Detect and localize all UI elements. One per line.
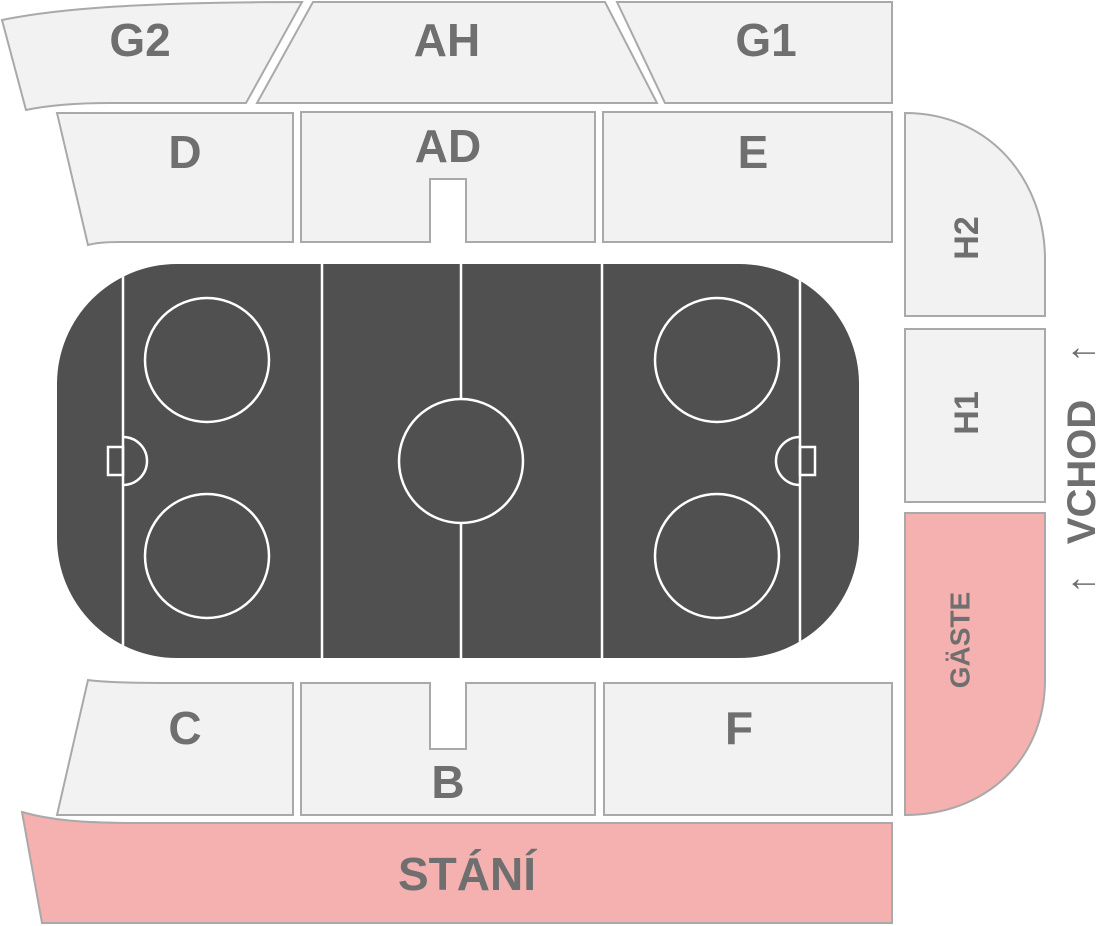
section-h2[interactable]: H2 <box>904 111 1046 317</box>
ice-rink <box>57 264 859 658</box>
section-h1-label: H1 <box>948 391 986 434</box>
section-c[interactable]: C <box>55 678 294 816</box>
goal-right <box>798 445 817 477</box>
entrance-sign: ↑ VCHOD ↑ <box>1060 344 1100 594</box>
section-d-label: D <box>168 126 201 178</box>
faceoff-circle <box>653 492 781 620</box>
section-ah-label: AH <box>414 14 480 66</box>
section-c-label: C <box>168 702 201 754</box>
section-ad[interactable]: AD <box>300 111 596 243</box>
section-f[interactable]: F <box>603 682 893 816</box>
faceoff-circle <box>143 296 271 424</box>
goal-crease-left <box>122 435 149 487</box>
section-f-label: F <box>725 702 753 754</box>
section-b-label: B <box>431 756 464 808</box>
section-gaste[interactable]: GÄSTE <box>904 512 1046 817</box>
entrance-label: VCHOD <box>1060 400 1100 544</box>
section-gaste-label: GÄSTE <box>945 592 976 688</box>
goal-left <box>106 445 125 477</box>
section-d[interactable]: D <box>55 112 294 247</box>
section-g2-label: G2 <box>109 14 170 66</box>
goal-crease-right <box>774 435 801 487</box>
section-e[interactable]: E <box>602 111 893 243</box>
section-ad-label: AD <box>415 120 481 172</box>
center-faceoff-circle <box>397 397 525 525</box>
section-e-label: E <box>738 126 769 178</box>
section-g1-label: G1 <box>735 14 796 66</box>
section-h2-label: H2 <box>948 216 986 259</box>
faceoff-circle <box>653 296 781 424</box>
faceoff-circle <box>143 492 271 620</box>
section-stani[interactable]: STÁNÍ <box>20 810 893 924</box>
section-g1[interactable]: G1 <box>615 1 893 104</box>
entrance-arrow-icon: ↑ <box>1061 575 1100 594</box>
section-ah[interactable]: AH <box>255 1 659 104</box>
entrance-arrow-icon: ↑ <box>1061 344 1100 363</box>
section-b[interactable]: B <box>300 682 596 816</box>
section-stani-label: STÁNÍ <box>398 848 537 900</box>
section-h1[interactable]: H1 <box>904 328 1046 503</box>
section-g2[interactable]: G2 <box>0 0 304 112</box>
